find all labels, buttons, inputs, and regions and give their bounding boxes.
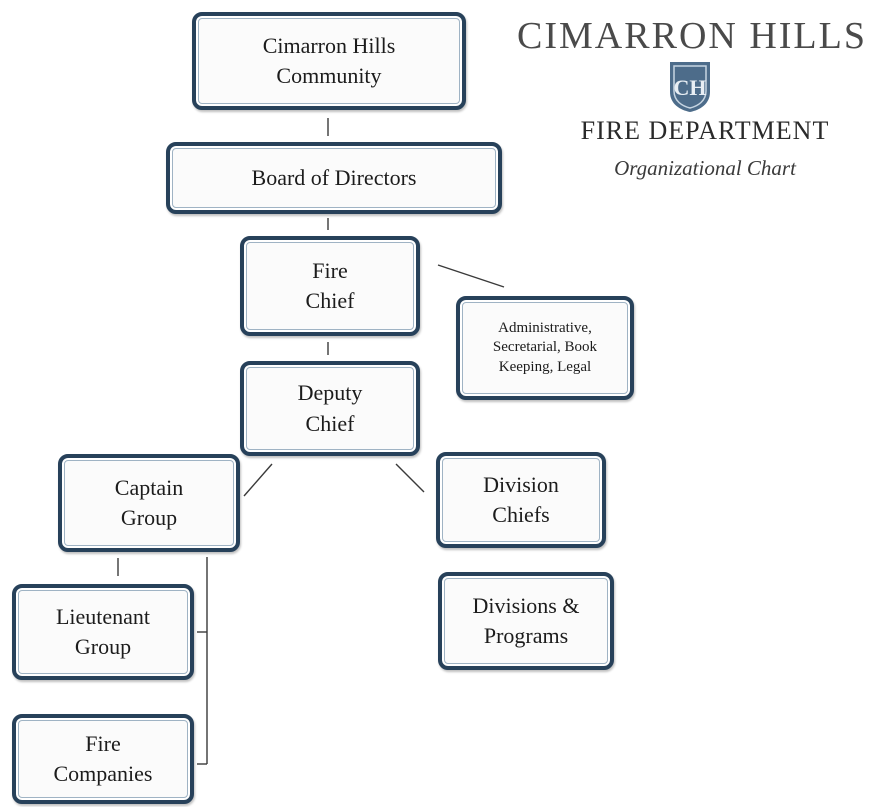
node-fire-chief: Fire Chief (240, 236, 420, 336)
brand-department: FIRE DEPARTMENT (580, 116, 830, 145)
node-division-chiefs: Division Chiefs (436, 452, 606, 548)
brand-name: CIMARRON HILLS (517, 15, 867, 57)
node-fire-companies: Fire Companies (12, 714, 194, 804)
seal-monogram: CH (674, 75, 707, 100)
connector-deputy-division (395, 463, 425, 493)
node-community: Cimarron Hills Community (192, 12, 466, 110)
node-administrative: Administrative, Secretarial, Book Keepin… (456, 296, 634, 400)
seal-icon: CH (670, 62, 710, 112)
node-board-of-directors: Board of Directors (166, 142, 502, 214)
node-divisions-programs: Divisions & Programs (438, 572, 614, 670)
connector-deputy-captain (243, 463, 273, 497)
connector-firechief-admin (437, 264, 505, 288)
brand-subtitle: Organizational Chart (614, 156, 796, 180)
node-lieutenant-group: Lieutenant Group (12, 584, 194, 680)
node-captain-group: Captain Group (58, 454, 240, 552)
node-deputy-chief: Deputy Chief (240, 361, 420, 456)
